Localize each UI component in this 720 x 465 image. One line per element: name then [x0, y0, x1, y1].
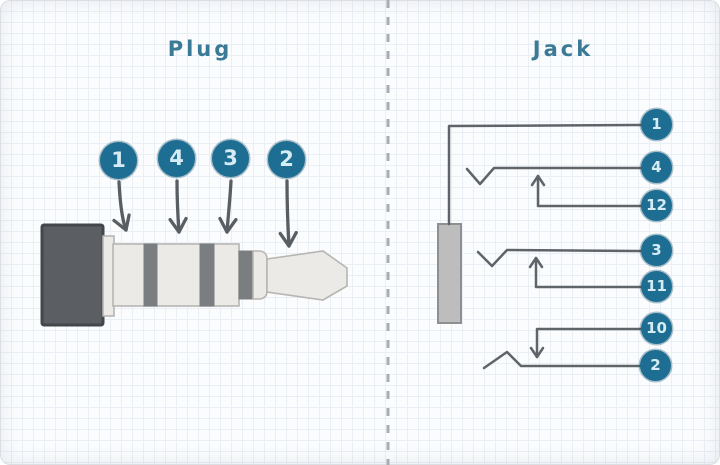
jack-pin-badge-1: 1 [641, 109, 672, 140]
plug-drawing [40, 179, 348, 327]
plug-insulator-ring-2 [199, 243, 215, 307]
plug-arrow-pin2 [278, 179, 298, 248]
jack-wire-pin11 [528, 256, 644, 289]
jack-wire-pin10 [529, 327, 644, 359]
jack-schematic [437, 123, 644, 370]
plug-pin-badge-1: 1 [100, 142, 137, 179]
plug-arrow-pin1 [112, 180, 131, 232]
plug-pin-badge-4: 4 [158, 140, 195, 177]
plug-arrow-pin4 [168, 179, 188, 234]
plug-title: Plug [167, 37, 233, 61]
jack-pin-badge-4: 4 [641, 152, 672, 183]
plug-insulator-ring-3 [238, 250, 254, 300]
plug-arrow-pin3 [218, 179, 238, 234]
jack-pin-badge-10: 10 [641, 313, 672, 344]
plug-tip [266, 250, 348, 301]
jack-body [437, 223, 462, 324]
jack-wire-pin12 [530, 174, 644, 208]
plug-pin-badge-2: 2 [268, 141, 305, 178]
plug-insulator-ring-1 [143, 243, 158, 307]
plug-neck [252, 250, 268, 300]
jack-pin-badge-11: 11 [641, 271, 672, 302]
jack-wire-pin2 [482, 350, 643, 370]
jack-pin-badge-2: 2 [640, 350, 671, 381]
jack-pin-badge-3: 3 [641, 235, 672, 266]
plug-shaft [112, 243, 240, 307]
jack-title: Jack [532, 37, 594, 61]
plug-pin-badge-3: 3 [212, 140, 249, 177]
jack-wire-pin1 [447, 123, 644, 226]
jack-wire-pin4 [465, 166, 644, 186]
plug-handle-body [40, 223, 105, 327]
jack-pin-badge-12: 12 [641, 190, 672, 221]
jack-wire-pin3 [476, 248, 644, 268]
